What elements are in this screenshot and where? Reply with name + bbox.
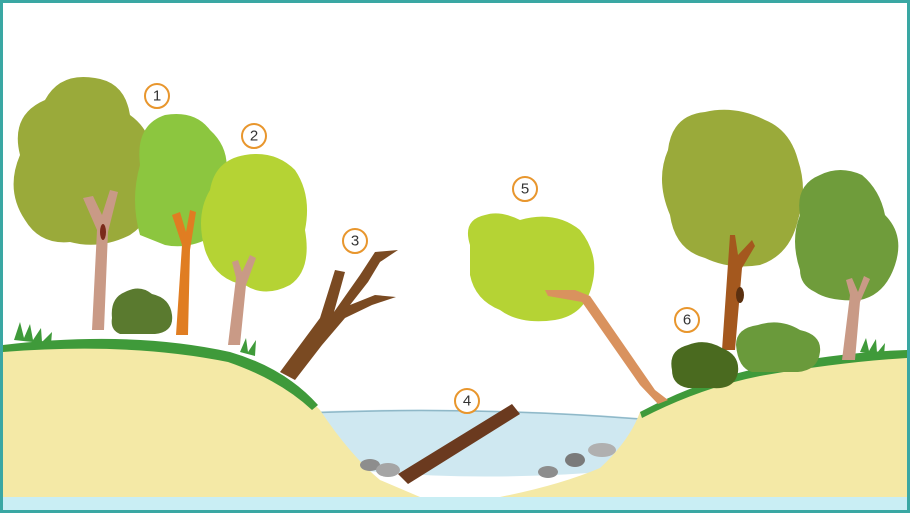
svg-text:6: 6: [683, 312, 691, 329]
label-1: 1: [145, 84, 169, 108]
bottom-band: [3, 497, 907, 510]
label-4: 4: [455, 389, 479, 413]
label-6: 6: [675, 308, 699, 332]
label-5: 5: [513, 177, 537, 201]
svg-text:4: 4: [463, 393, 471, 410]
svg-text:2: 2: [250, 128, 258, 145]
svg-text:5: 5: [521, 181, 529, 198]
svg-text:3: 3: [351, 233, 359, 250]
label-3: 3: [343, 229, 367, 253]
svg-text:1: 1: [153, 88, 161, 105]
label-2: 2: [242, 124, 266, 148]
